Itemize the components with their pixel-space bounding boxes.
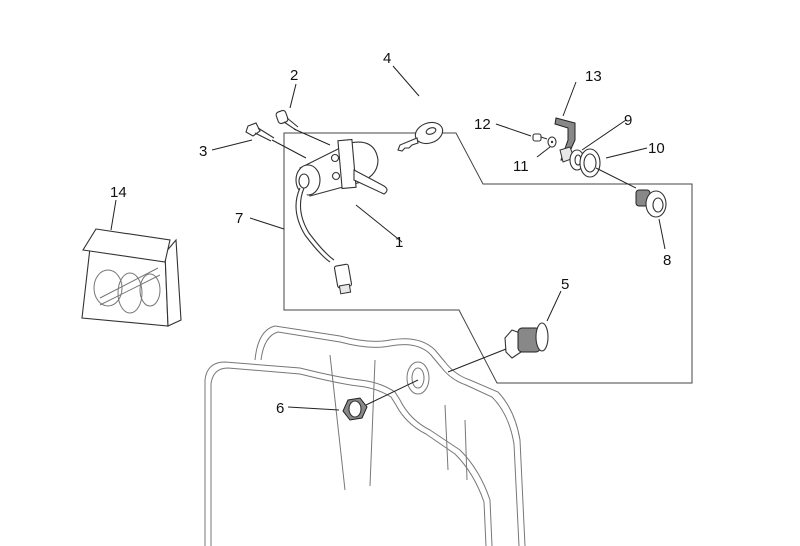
callout-9: 9 [624,112,632,129]
callout-12: 12 [474,116,491,133]
callout-10: 10 [648,140,665,157]
callout-2: 2 [290,67,298,84]
body-panel [204,325,526,546]
callout-8: 8 [663,252,671,269]
callout-7: 7 [235,210,243,227]
callout-1: 1 [395,234,403,251]
callout-labels: 1 2 3 4 5 6 7 8 9 10 11 12 13 14 [110,50,671,417]
group-frame [283,132,693,384]
callout-13: 13 [585,68,602,85]
part-3-screw [245,122,275,142]
part-11-washer [547,136,557,148]
part-6-hex-nut [342,397,368,421]
callout-5: 5 [561,276,569,293]
callout-11: 11 [513,158,529,175]
part-12-screw [532,133,548,142]
part-14-kit-bag [81,228,182,327]
callout-6: 6 [276,400,284,417]
part-4-key [397,121,444,152]
callout-3: 3 [199,143,207,160]
part-8-lock-cylinder [635,189,667,218]
callout-14: 14 [110,184,127,201]
part-5-lock-cylinder [504,322,549,359]
part-1-ignition-switch [295,138,388,295]
leader-lines [110,65,666,411]
callout-4: 4 [383,50,391,67]
part-10-ring-nut [579,148,601,178]
part-2-screw [275,109,299,131]
